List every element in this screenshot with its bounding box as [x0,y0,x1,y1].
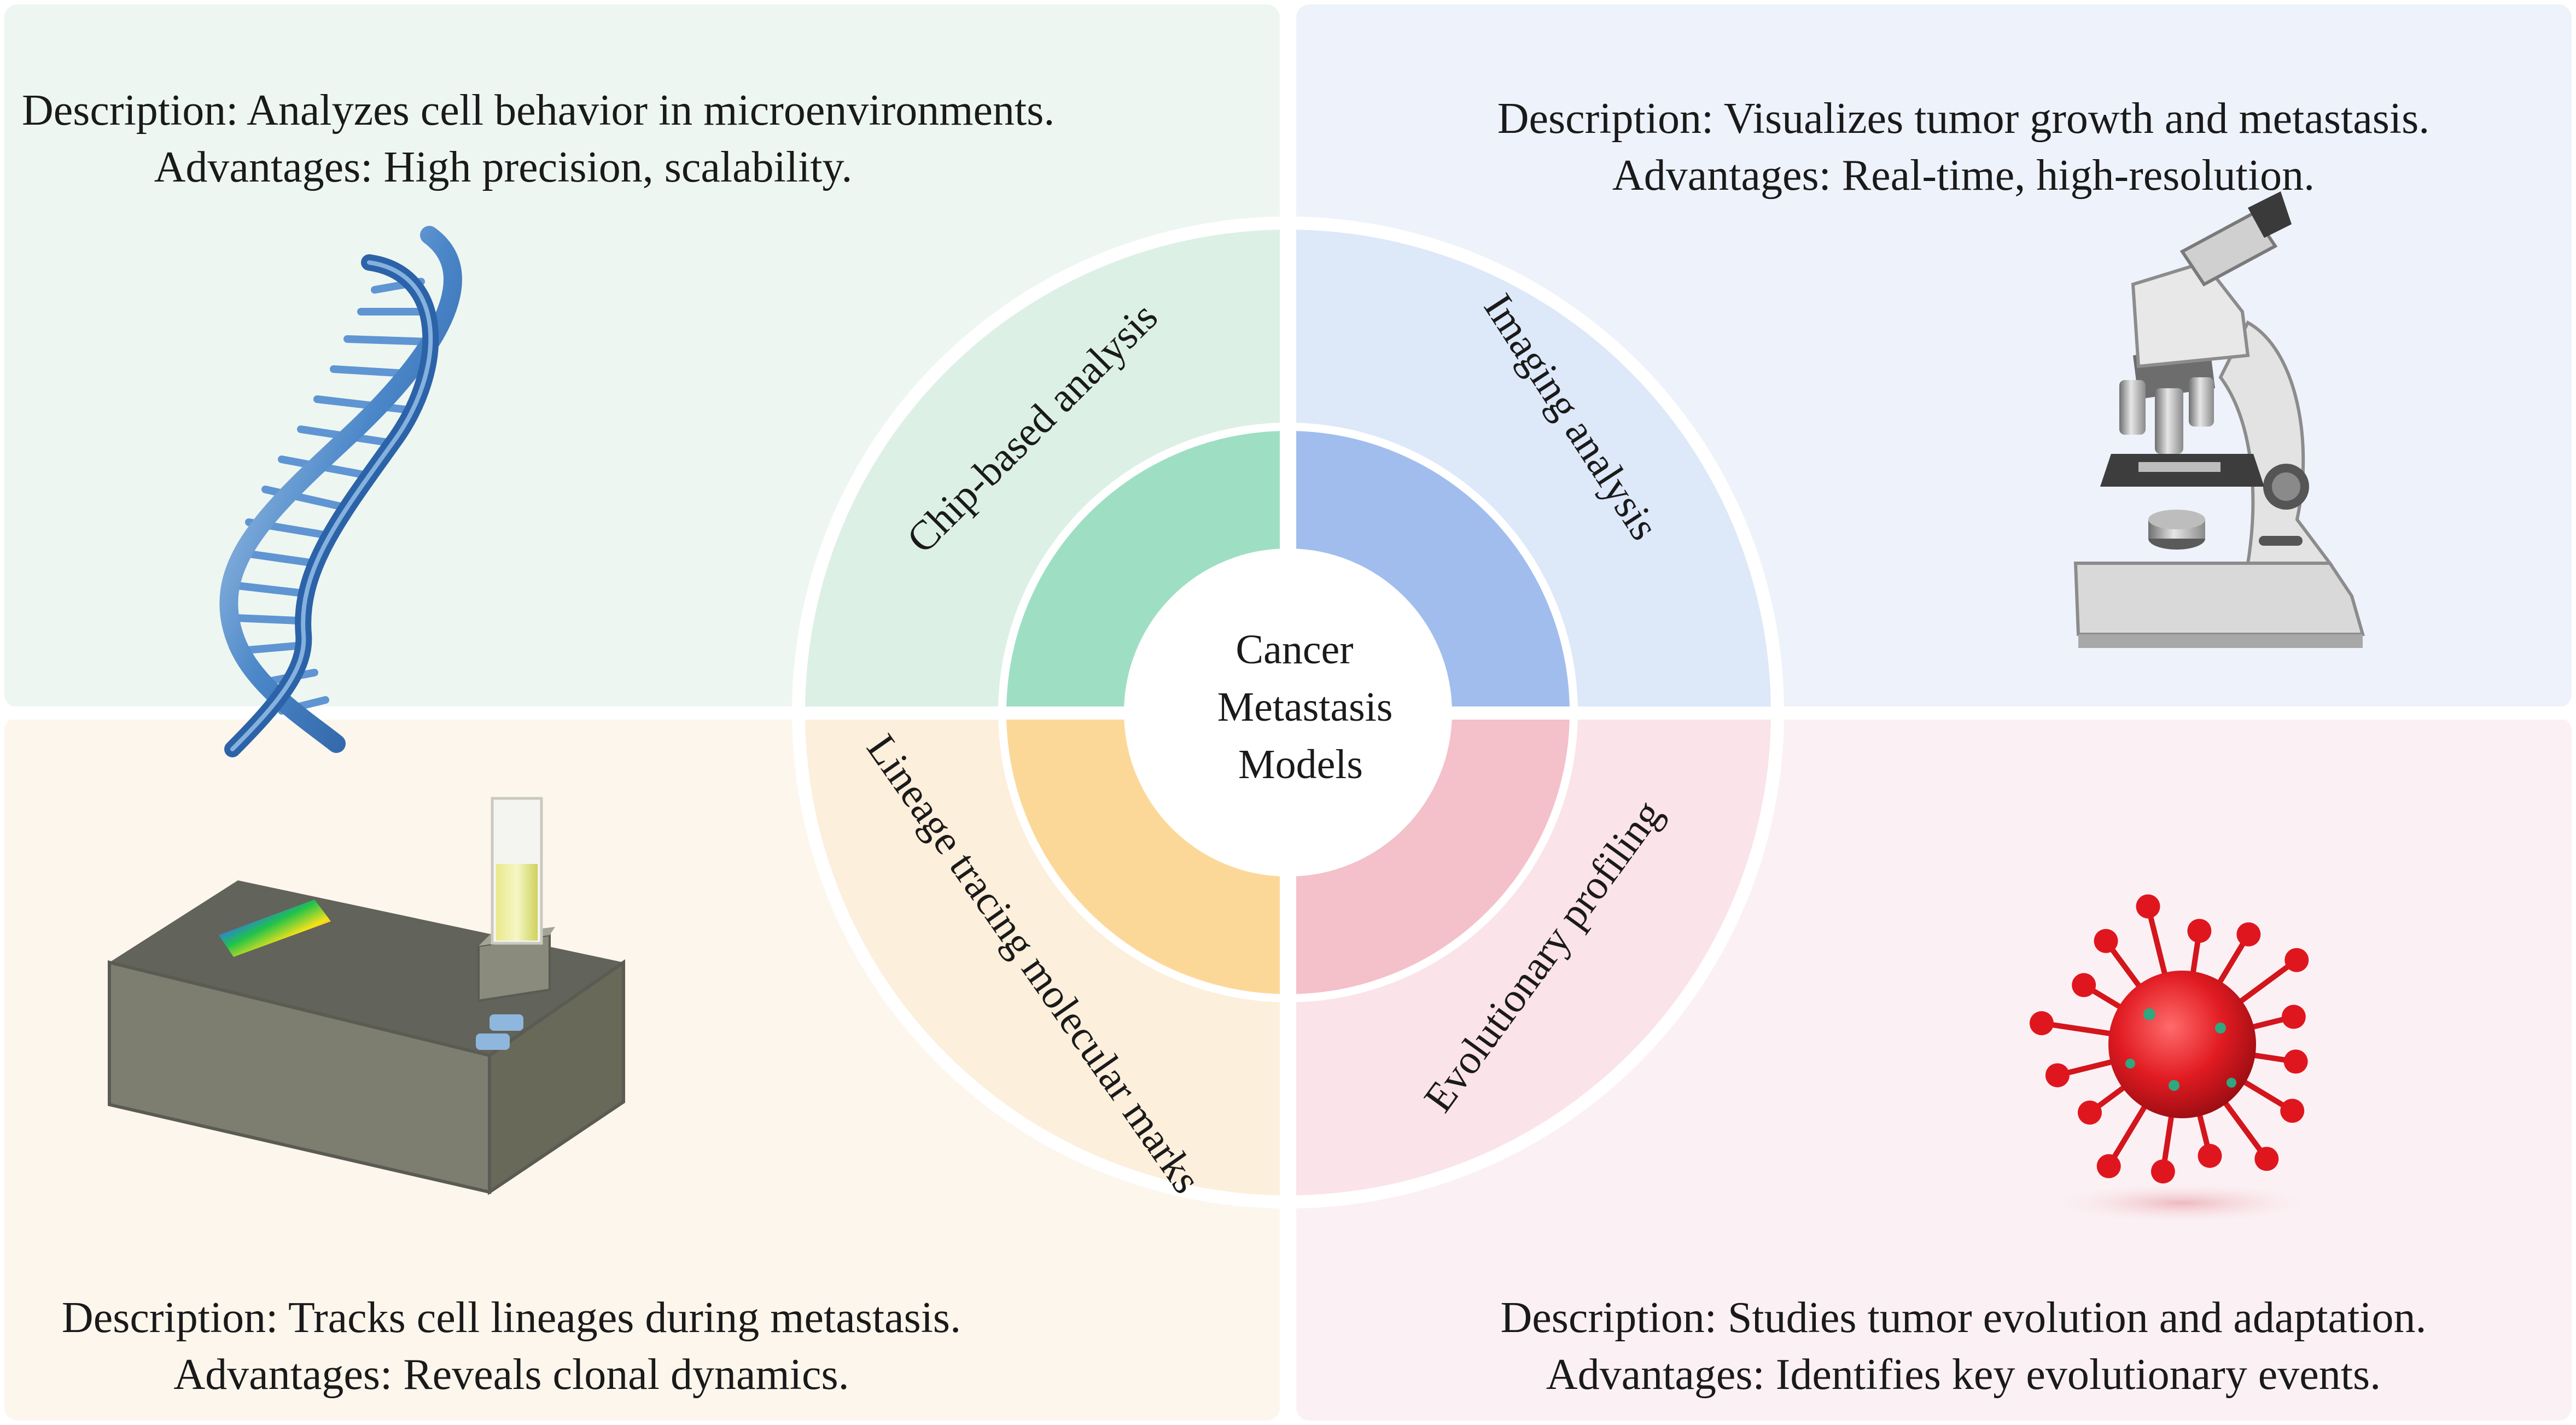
spectrophotometer-icon [108,797,625,1195]
top-right-description: Description: Visualizes tumor growth and… [1497,95,2430,143]
top-right-description-block: Description: Visualizes tumor growth and… [1400,90,2527,204]
virus-spike-tip [2077,1100,2102,1125]
virus-spike [2145,903,2171,989]
top-left-description-block: Description: Analyzes cell behavior in m… [22,82,1055,196]
virus-spike-tip [2254,1147,2279,1171]
bottom-left-description-block: Description: Tracks cell lineages during… [22,1289,1001,1403]
virus-spike [2215,1090,2270,1162]
bottom-right-description-block: Description: Studies tumor evolution and… [1400,1289,2527,1403]
bottom-right-advantages: Advantages: Identifies key evolutionary … [1546,1351,2381,1399]
virus-spike-tip [2236,922,2261,947]
center-title-line1: Cancer [1235,627,1353,673]
center-title-line2: Metastasis [1217,684,1393,730]
virus-spike [2038,1020,2126,1038]
bottom-left-advantages: Advantages: Reveals clonal dynamics. [173,1351,849,1399]
virus-spike-tip [2072,973,2096,997]
bottom-right-description: Description: Studies tumor evolution and… [1500,1294,2427,1342]
virus-cell-icon [2029,894,2324,1225]
virus-spike [2106,1093,2154,1169]
virus-spike-tip [2284,948,2309,972]
top-right-advantages: Advantages: Real-time, high-resolution. [1612,151,2315,200]
top-left-advantages: Advantages: High precision, scalability. [154,143,853,191]
microscope-icon [2073,191,2365,648]
dna-helix-icon [219,226,462,757]
virus-spike-tip [2029,1011,2054,1036]
bottom-left-description: Description: Tracks cell lineages during… [61,1294,961,1342]
top-left-description: Description: Analyzes cell behavior in m… [22,86,1055,135]
virus-spike-tip [2281,1004,2306,1029]
virus-spike-tip [2094,928,2118,953]
virus-spike-tip [2096,1154,2121,1178]
virus-spike-tip [2283,1049,2308,1074]
center-title-line3: Models [1238,741,1363,787]
virus-spike-tip [2280,1099,2305,1123]
virus-spike-tip [2136,894,2160,919]
virus-spike-tip [2187,919,2212,943]
virus-spike-tip [2198,1143,2222,1168]
virus-spike-tip [2150,1159,2175,1184]
virus-spike-tip [2045,1063,2070,1088]
virus-spike [2228,957,2300,1012]
divider-horizontal [0,706,2576,720]
